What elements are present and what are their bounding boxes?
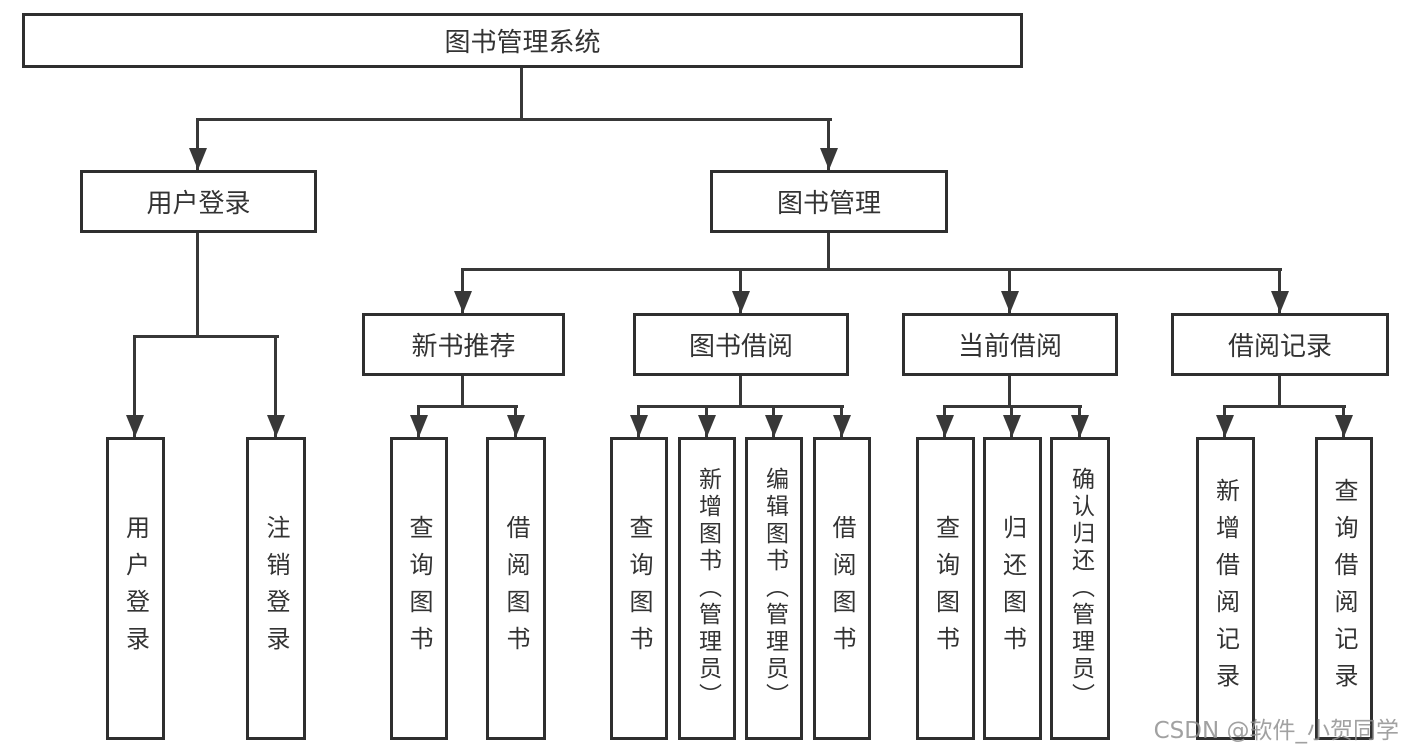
arrowhead-down-icon bbox=[126, 415, 144, 437]
leaf-query-book-3-label: 查询图书 bbox=[931, 514, 960, 663]
leaf-user-login: 用户登录 bbox=[106, 437, 165, 740]
leaf-query-book-2: 查询图书 bbox=[610, 437, 668, 740]
node-current-borrow: 当前借阅 bbox=[902, 313, 1118, 376]
leaf-return-book-label: 归还图书 bbox=[998, 514, 1027, 663]
node-book-management-label: 图书管理 bbox=[776, 189, 881, 219]
connector-book-management-stem bbox=[827, 233, 830, 270]
node-borrow-record: 借阅记录 bbox=[1171, 313, 1389, 376]
node-root-label: 图书管理系统 bbox=[444, 28, 601, 58]
arrowhead-down-icon bbox=[267, 415, 285, 437]
leaf-add-borrow-record: 新增借阅记录 bbox=[1196, 437, 1255, 740]
connector-drop-book-borrow bbox=[739, 268, 742, 313]
arrowhead-down-icon bbox=[1271, 291, 1289, 313]
connector-drop-borrow-record bbox=[1278, 268, 1281, 313]
arrowhead-down-icon bbox=[454, 291, 472, 313]
node-book-management: 图书管理 bbox=[710, 170, 948, 233]
arrowhead-down-icon bbox=[1003, 415, 1021, 437]
leaf-query-borrow-record: 查询借阅记录 bbox=[1315, 437, 1373, 740]
arrowhead-down-icon bbox=[507, 415, 525, 437]
leaf-logout-label: 注销登录 bbox=[262, 514, 290, 663]
connector-root-bar bbox=[196, 118, 832, 121]
arrowhead-down-icon bbox=[833, 415, 851, 437]
node-user-login-label: 用户登录 bbox=[146, 189, 251, 219]
arrowhead-down-icon bbox=[1335, 415, 1353, 437]
leaf-add-book-admin-label: 新增图书（管理员） bbox=[694, 467, 721, 710]
connector-borrow-record-bar bbox=[1223, 405, 1346, 408]
arrowhead-down-icon bbox=[765, 415, 783, 437]
leaf-confirm-return-admin-label: 确认归还（管理员） bbox=[1067, 467, 1094, 710]
arrowhead-down-icon bbox=[936, 415, 954, 437]
connector-book-management-bar bbox=[461, 268, 1282, 271]
connector-drop-current-borrow bbox=[1008, 268, 1011, 313]
connector-drop-book-management bbox=[827, 118, 830, 170]
leaf-query-borrow-record-label: 查询借阅记录 bbox=[1330, 477, 1358, 700]
connector-drop-user-login bbox=[196, 118, 199, 170]
node-book-borrow: 图书借阅 bbox=[633, 313, 849, 376]
arrowhead-down-icon bbox=[1216, 415, 1234, 437]
leaf-user-login-label: 用户登录 bbox=[121, 514, 150, 663]
node-new-book-recommend: 新书推荐 bbox=[362, 313, 565, 376]
arrowhead-down-icon bbox=[189, 148, 207, 170]
arrowhead-down-icon bbox=[732, 291, 750, 313]
csdn-watermark: CSDN @软件_小贺同学 bbox=[1153, 718, 1399, 744]
leaf-borrow-book-2: 借阅图书 bbox=[813, 437, 871, 740]
leaf-confirm-return-admin: 确认归还（管理员） bbox=[1050, 437, 1110, 740]
leaf-query-book-1-label: 查询图书 bbox=[405, 514, 433, 663]
leaf-logout: 注销登录 bbox=[246, 437, 306, 740]
node-borrow-record-label: 借阅记录 bbox=[1227, 332, 1332, 362]
arrowhead-down-icon bbox=[820, 148, 838, 170]
connector-drop-leaf-logout bbox=[274, 335, 277, 437]
node-user-login: 用户登录 bbox=[80, 170, 317, 233]
leaf-borrow-book-1-label: 借阅图书 bbox=[502, 514, 530, 663]
arrowhead-down-icon bbox=[1071, 415, 1089, 437]
connector-borrow-record-stem bbox=[1278, 376, 1281, 407]
node-root: 图书管理系统 bbox=[22, 13, 1023, 68]
leaf-query-book-3: 查询图书 bbox=[916, 437, 975, 740]
leaf-borrow-book-1: 借阅图书 bbox=[486, 437, 546, 740]
connector-new-book-bar bbox=[417, 405, 518, 408]
node-book-borrow-label: 图书借阅 bbox=[688, 332, 793, 362]
leaf-borrow-book-2-label: 借阅图书 bbox=[828, 514, 856, 663]
node-new-book-recommend-label: 新书推荐 bbox=[411, 332, 516, 362]
connector-current-borrow-stem bbox=[1008, 376, 1011, 407]
arrowhead-down-icon bbox=[410, 415, 428, 437]
leaf-edit-book-admin: 编辑图书（管理员） bbox=[745, 437, 803, 740]
leaf-edit-book-admin-label: 编辑图书（管理员） bbox=[761, 467, 788, 710]
connector-new-book-stem bbox=[461, 376, 464, 407]
connector-drop-leaf-user-login bbox=[133, 335, 136, 437]
connector-user-login-bar bbox=[133, 335, 279, 338]
leaf-return-book: 归还图书 bbox=[983, 437, 1042, 740]
connector-root-stem bbox=[520, 68, 523, 120]
node-current-borrow-label: 当前借阅 bbox=[957, 332, 1062, 362]
arrowhead-down-icon bbox=[630, 415, 648, 437]
connector-book-borrow-bar bbox=[637, 405, 844, 408]
arrowhead-down-icon bbox=[698, 415, 716, 437]
arrowhead-down-icon bbox=[1001, 291, 1019, 313]
leaf-query-book-2-label: 查询图书 bbox=[625, 514, 653, 663]
leaf-add-book-admin: 新增图书（管理员） bbox=[678, 437, 736, 740]
leaf-query-book-1: 查询图书 bbox=[390, 437, 448, 740]
connector-drop-new-book bbox=[461, 268, 464, 313]
connector-book-borrow-stem bbox=[739, 376, 742, 407]
connector-user-login-stem bbox=[196, 233, 199, 337]
leaf-add-borrow-record-label: 新增借阅记录 bbox=[1211, 477, 1240, 700]
